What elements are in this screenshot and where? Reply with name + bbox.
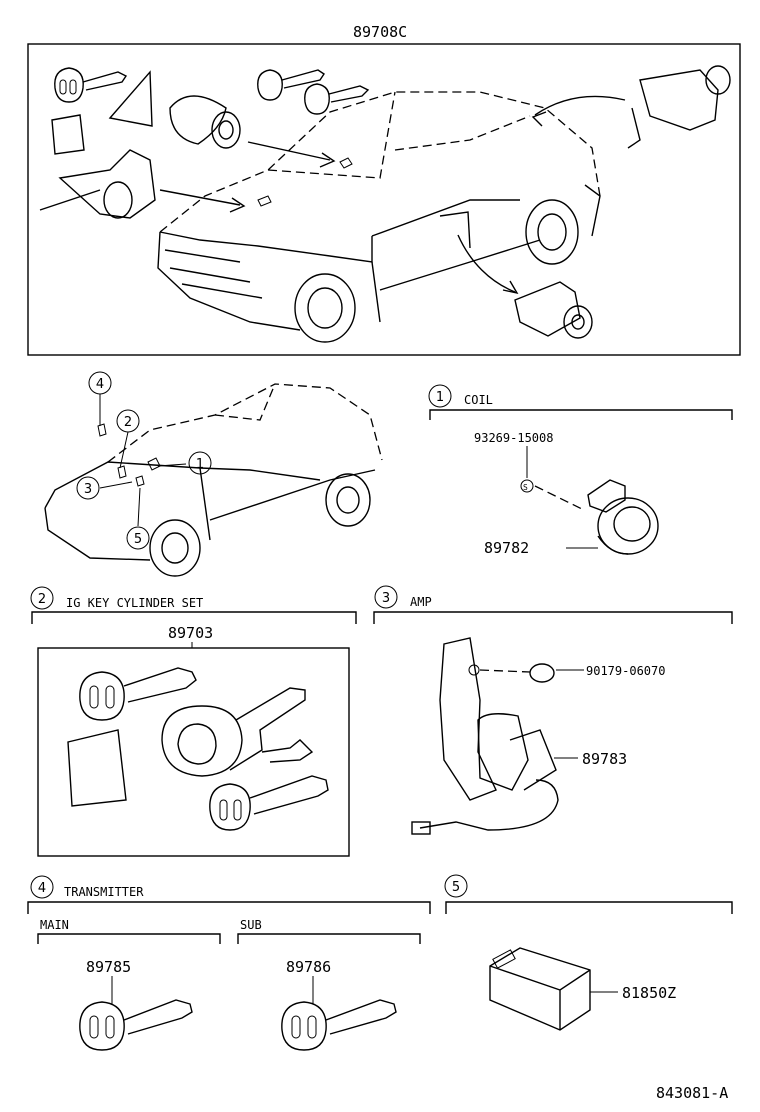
transmitter-sub-part: 89786 [286,958,331,976]
coil-part: 89782 [484,539,529,557]
svg-text:1: 1 [196,457,204,472]
amp-part: 89783 [582,750,627,768]
ig-key-title: IG KEY CYLINDER SET [66,596,203,610]
section-amp: 3 AMP 90179-06070 89783 [373,585,733,835]
module-part: 81850Z [622,984,676,1002]
locator-callout-1: 1 [188,451,212,475]
locator-car-illustration [44,383,383,577]
transmitter-sub-title: SUB [240,918,262,932]
section-module: 5 81850Z [444,874,733,1031]
svg-text:2: 2 [38,592,46,607]
kit-key-icons [39,65,731,339]
section-ig-key-cylinder-set: 2 IG KEY CYLINDER SET 89703 [30,586,357,857]
kit-car-illustration [157,91,626,343]
svg-text:1: 1 [436,390,444,405]
transmitter-main-part: 89785 [86,958,131,976]
svg-text:S: S [523,483,528,492]
svg-text:4: 4 [96,377,104,392]
locator-callout-3: 3 [76,476,100,500]
section-coil: 1 COIL 93269-15008 S 89782 [428,384,733,557]
drawing-number: 843081-A [656,1084,728,1102]
kit-frame [27,43,741,356]
amp-clip-part: 90179-06070 [586,664,665,678]
locator-callout-5: 5 [126,526,150,550]
svg-text:3: 3 [84,482,92,497]
kit-part-number: 89708C [353,23,407,41]
ig-key-part: 89703 [168,624,213,642]
coil-screw-part: 93269-15008 [474,431,553,445]
svg-text:2: 2 [124,415,132,430]
svg-text:5: 5 [452,880,460,895]
locator-callout-4: 4 [88,371,112,395]
svg-text:3: 3 [382,591,390,606]
coil-title: COIL [464,393,493,407]
amp-title: AMP [410,595,432,609]
section-transmitter: 4 TRANSMITTER MAIN SUB 89785 89786 [27,875,431,1051]
transmitter-main-title: MAIN [40,918,69,932]
locator-callout-2: 2 [116,409,140,433]
svg-text:4: 4 [38,881,46,896]
svg-text:5: 5 [134,532,142,547]
transmitter-title: TRANSMITTER [64,885,144,899]
